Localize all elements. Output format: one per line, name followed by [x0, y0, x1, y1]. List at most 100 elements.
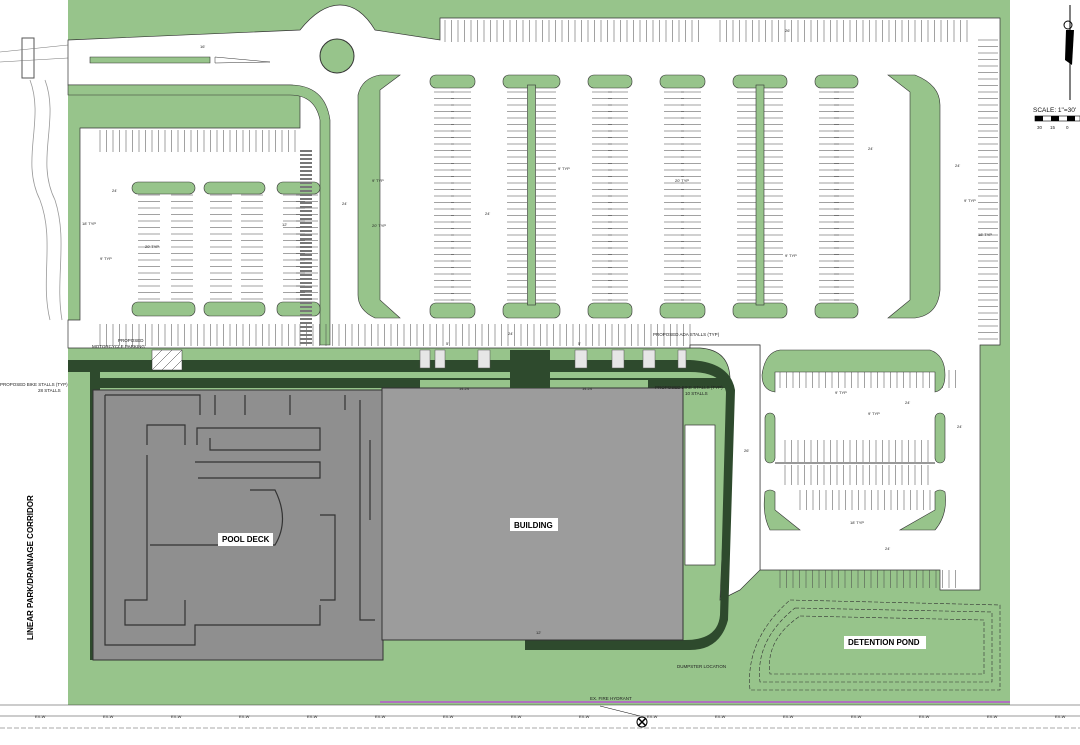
- crosswalk-stripe: [300, 190, 312, 192]
- scale-tick: 15: [1050, 125, 1056, 130]
- dim-label: 9' TYP: [868, 411, 880, 416]
- crosswalk-stripe: [300, 222, 312, 224]
- parking-island: [814, 74, 859, 89]
- crosswalk-stripe: [300, 290, 312, 292]
- parking-island: [429, 74, 476, 89]
- parking-island: [587, 302, 633, 319]
- water-line-label: EX-W: [103, 714, 114, 719]
- dim-label: 14.24: [459, 386, 470, 391]
- scale-bar: [1034, 115, 1080, 122]
- dim-label: 24': [868, 146, 873, 151]
- crosswalk-stripe: [300, 302, 312, 304]
- note-dumpster: DUMPSTER LOCATION: [677, 664, 726, 669]
- note-bike-east: 10 STALLS: [685, 391, 708, 396]
- dim-label: 18' TYP: [850, 520, 864, 525]
- parking-island: [587, 74, 633, 89]
- dim-label: 18' TYP: [978, 232, 992, 237]
- curb-island: [67, 84, 331, 346]
- crosswalk-stripe: [300, 170, 312, 172]
- dim-label: 26': [785, 28, 790, 33]
- dim-label: 9' TYP: [835, 390, 847, 395]
- parking-island: [887, 74, 941, 319]
- crosswalk-stripe: [300, 202, 312, 204]
- fire-hydrant-icon: [636, 716, 648, 728]
- dim-label: 12': [536, 630, 541, 635]
- ada-stalls: [419, 349, 687, 369]
- dim-label: 20' TYP: [675, 178, 689, 183]
- crosswalk-stripe: [300, 194, 312, 196]
- crosswalk-stripe: [300, 150, 312, 152]
- dim-label: 12': [282, 222, 287, 227]
- parking-island: [527, 84, 536, 306]
- dim-label: 20' TYP: [145, 244, 159, 249]
- note-motorcycle: MOTORCYCLE PARKING: [92, 344, 145, 349]
- water-line-label: EX-W: [919, 714, 930, 719]
- dim-label: 24': [885, 546, 890, 551]
- hatched-median: [214, 56, 271, 64]
- crosswalk-stripe: [300, 242, 312, 244]
- motorcycle-parking: [151, 349, 183, 371]
- water-line-label: EX-W: [307, 714, 318, 719]
- median: [89, 56, 211, 64]
- note-hydrant: EX. FIRE HYDRANT: [590, 696, 632, 701]
- water-line-label: EX-W: [1055, 714, 1066, 719]
- dim-label: 24': [485, 211, 490, 216]
- crosswalk-stripe: [300, 326, 312, 328]
- crosswalk-stripe: [300, 254, 312, 256]
- note-ada: PROPOSED ADA STALLS (TYP): [653, 332, 720, 337]
- corridor-label: LINEAR PARK/DRAINAGE CORRIDOR: [26, 495, 35, 640]
- crosswalk-stripe: [300, 330, 312, 332]
- dim-label: 24': [955, 163, 960, 168]
- parking-island: [429, 302, 476, 319]
- crosswalk-stripe: [300, 246, 312, 248]
- parking-island: [276, 301, 321, 317]
- crosswalk-stripe: [300, 338, 312, 340]
- parking-stalls: [99, 20, 998, 588]
- parking-island: [934, 412, 946, 464]
- crosswalk-stripe: [300, 322, 312, 324]
- crosswalk-stripe: [300, 158, 312, 160]
- dim-label: 24': [957, 424, 962, 429]
- crosswalk-stripe: [300, 166, 312, 168]
- dim-label: 9' TYP: [372, 178, 384, 183]
- crosswalk-stripe: [300, 198, 312, 200]
- crosswalk-stripe: [300, 218, 312, 220]
- detention-pond: [749, 599, 1001, 691]
- parking-island: [814, 302, 859, 319]
- crosswalk-stripe: [300, 210, 312, 212]
- crosswalk-stripe: [300, 270, 312, 272]
- crosswalk-stripe: [300, 262, 312, 264]
- scale-tick: 30: [1037, 125, 1043, 130]
- crosswalk-stripe: [300, 238, 312, 240]
- dim-label: 26': [744, 448, 749, 453]
- crosswalk-stripe: [300, 226, 312, 228]
- parking-island: [131, 301, 196, 317]
- note-bike-east: PROPOSED BIKE STALLS (TYP): [655, 385, 723, 390]
- water-line-label: EX-W: [647, 714, 658, 719]
- crosswalk-stripe: [300, 266, 312, 268]
- crosswalk-stripe: [300, 314, 312, 316]
- crosswalk-stripe: [300, 298, 312, 300]
- water-line-label: EX-W: [851, 714, 862, 719]
- dim-label: 20' TYP: [372, 223, 386, 228]
- water-line-label: EX-W: [443, 714, 454, 719]
- note-motorcycle: PROPOSED: [118, 338, 144, 343]
- crosswalk-stripe: [300, 214, 312, 216]
- water-line-label: EX-W: [511, 714, 522, 719]
- crosswalk-stripe: [300, 274, 312, 276]
- parking-island: [659, 302, 706, 319]
- crosswalk-stripe: [300, 342, 312, 344]
- crosswalk-stripe: [300, 174, 312, 176]
- parking-island: [203, 301, 266, 317]
- parking-island: [755, 84, 765, 306]
- parking-island: [276, 181, 321, 195]
- crosswalk-stripe: [300, 178, 312, 180]
- dim-label: 16': [200, 44, 205, 49]
- crosswalk-stripe: [300, 278, 312, 280]
- dim-label: 9' TYP: [785, 253, 797, 258]
- dim-label: 14.24: [582, 386, 593, 391]
- parking-island: [131, 181, 196, 195]
- parking-island: [761, 349, 946, 393]
